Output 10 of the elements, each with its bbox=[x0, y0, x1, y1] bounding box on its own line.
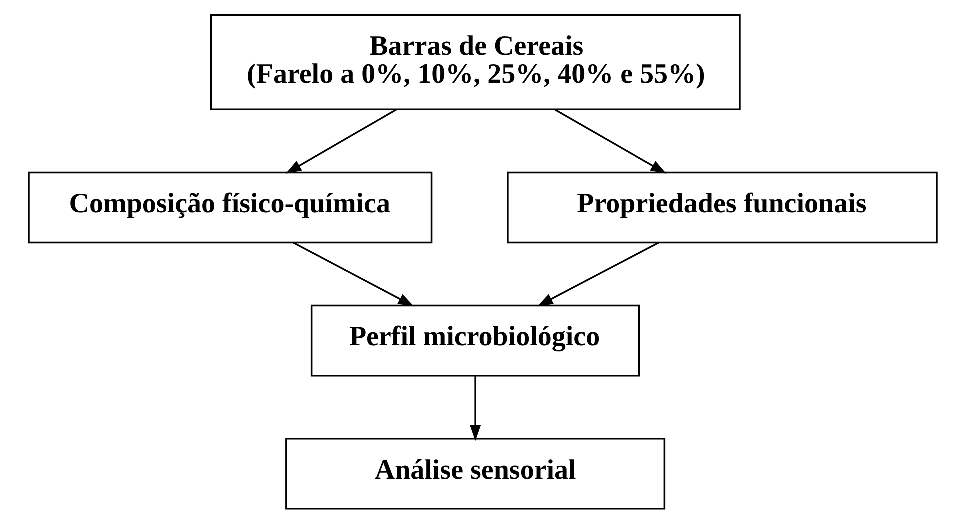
node-box: Composição físico-química bbox=[28, 172, 433, 244]
node-box: Análise sensorial bbox=[286, 438, 666, 510]
arrow bbox=[537, 242, 660, 307]
arrow bbox=[554, 109, 667, 174]
arrow bbox=[293, 242, 414, 307]
arrow bbox=[470, 376, 482, 442]
node-box: Propriedades funcionais bbox=[507, 172, 938, 244]
node-box: Barras de Cereais (Farelo a 0%, 10%, 25%, 40% e 55%) bbox=[210, 14, 741, 111]
arrow bbox=[286, 109, 398, 174]
node-box: Perfil microbiológico bbox=[310, 304, 640, 377]
